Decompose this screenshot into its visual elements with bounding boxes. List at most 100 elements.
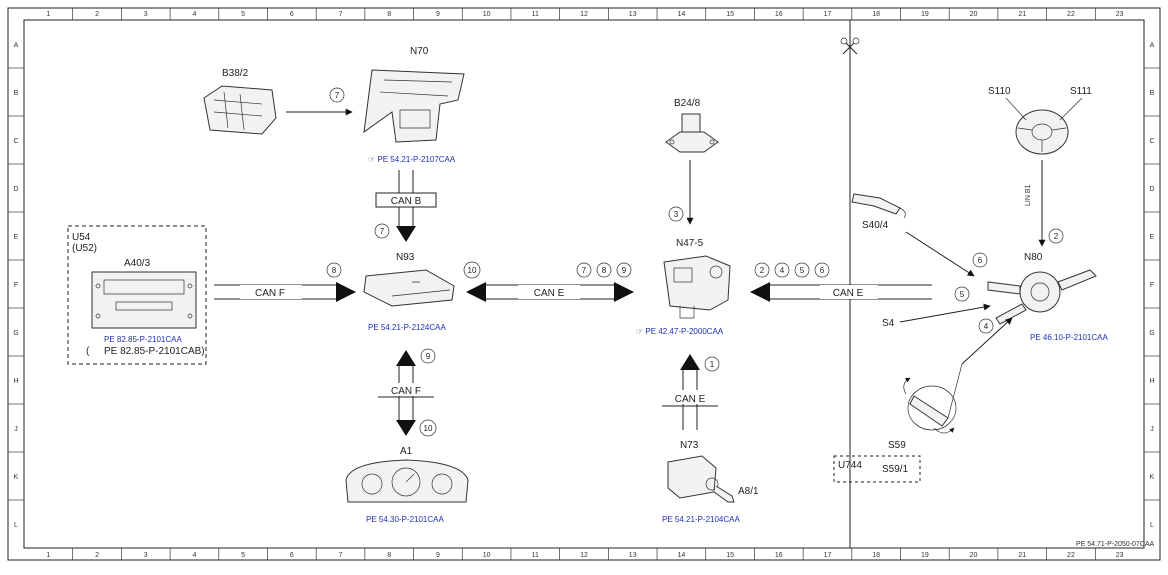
callout-c10: 10 xyxy=(424,424,433,433)
can-e-n73-label: CAN E xyxy=(675,394,706,405)
grid-column-label: 8 xyxy=(387,11,391,18)
a40-3-head-unit-drawing xyxy=(91,271,197,329)
ref-n73: PE 54.21-P-2104CAA xyxy=(662,515,740,524)
grid-column-label: 7 xyxy=(339,11,343,18)
grid-row-label: E xyxy=(14,234,19,241)
svg-text:6: 6 xyxy=(820,266,825,275)
can-e-mid-arrow-left xyxy=(466,282,486,302)
grid-row-label: F xyxy=(1150,282,1154,289)
can-e-n73-arrow xyxy=(680,354,700,370)
a1-instrument-cluster-drawing xyxy=(345,459,469,503)
callout-top7 xyxy=(329,87,345,103)
grid-row-label: G xyxy=(1149,330,1154,337)
label-b38-2: B38/2 xyxy=(222,68,249,79)
grid-column-label: 21 xyxy=(1018,552,1026,559)
u54-dashed-box xyxy=(67,225,207,365)
grid-row-label: K xyxy=(14,474,19,481)
grid-row-label: A xyxy=(14,42,19,49)
grid-column-label: 19 xyxy=(921,11,929,18)
page-reference: PE 54.71-P-2050-07CAA xyxy=(1076,541,1155,548)
can-b-box xyxy=(375,192,437,208)
grid-row-label: D xyxy=(13,186,18,193)
s40-4-switch-drawing xyxy=(851,193,906,219)
ref-a40-3-b: PE 82.85-P-2101CAB) xyxy=(104,346,205,357)
grid-column-label: 4 xyxy=(192,552,196,559)
callout-mid10: 10 xyxy=(468,266,477,275)
label-s4: S4 xyxy=(882,318,895,329)
grid-column-label: 5 xyxy=(241,552,245,559)
label-u52: (U52) xyxy=(72,243,97,254)
scissors-icon xyxy=(840,37,860,55)
can-f-left-arrow xyxy=(336,282,356,302)
label-a8-1: A8/1 xyxy=(738,486,759,497)
grid-column-label: 3 xyxy=(144,11,148,18)
pointing-hand-icon: ☞ xyxy=(368,155,377,164)
grid-column-label: 13 xyxy=(629,552,637,559)
callout-c1: 1 xyxy=(710,360,715,369)
grid-row-label: C xyxy=(13,138,18,145)
callout-c2: 2 xyxy=(1054,232,1059,241)
can-e-mid-arrow-right xyxy=(614,282,634,302)
label-b24-8: B24/8 xyxy=(674,98,701,109)
svg-text:2: 2 xyxy=(760,266,765,275)
label-n93: N93 xyxy=(396,252,415,263)
ref-n47-5: ☞ PE 42.47-P-2000CAA xyxy=(636,327,724,336)
callout-c4: 4 xyxy=(984,322,989,331)
svg-text:5: 5 xyxy=(800,266,805,275)
grid-column-label: 2 xyxy=(95,552,99,559)
svg-text:4: 4 xyxy=(780,266,785,275)
can-e-right-arrow xyxy=(750,282,770,302)
grid-row-label: J xyxy=(1150,426,1154,433)
grid-row-label: C xyxy=(1149,138,1154,145)
grid-column-label: 6 xyxy=(290,11,294,18)
label-n70: N70 xyxy=(410,46,429,57)
can-e-mid-label: CAN E xyxy=(534,288,565,299)
ref-n93: PE 54.21-P-2124CAA xyxy=(368,323,446,332)
grid-column-label: 21 xyxy=(1018,11,1026,18)
pointing-hand-icon: ☞ xyxy=(636,327,645,336)
n47-5-esp-unit-drawing xyxy=(663,255,731,319)
label-u54: U54 xyxy=(72,232,91,243)
callout-c3: 3 xyxy=(674,210,679,219)
grid-row-label: J xyxy=(14,426,18,433)
grid-column-label: 1 xyxy=(46,552,50,559)
label-s59-1: S59/1 xyxy=(882,464,909,475)
grid-row-label: D xyxy=(1149,186,1154,193)
grid-column-label: 12 xyxy=(580,11,588,18)
can-f-down-arrow-up xyxy=(396,350,416,366)
grid-row-label: A xyxy=(1150,42,1155,49)
grid-row-label: H xyxy=(1149,378,1154,385)
can-e-right-label: CAN E xyxy=(833,288,864,299)
steering-wheel-drawing xyxy=(1015,109,1069,155)
callout-n93-8: 8 xyxy=(332,266,337,275)
can-b-arrow xyxy=(396,226,416,242)
grid-column-label: 20 xyxy=(970,552,978,559)
svg-text:9: 9 xyxy=(622,266,627,275)
label-s40-4: S40/4 xyxy=(862,220,889,231)
n80-steering-column-module-drawing xyxy=(987,269,1097,325)
callout-can-b7: 7 xyxy=(380,227,385,236)
grid-row-label: H xyxy=(13,378,18,385)
grid-column-label: 9 xyxy=(436,552,440,559)
grid-row-label: G xyxy=(13,330,18,337)
inner-frame xyxy=(23,19,1145,549)
grid-column-label: 23 xyxy=(1116,11,1124,18)
grid-column-label: 17 xyxy=(824,11,832,18)
label-a40-3: A40/3 xyxy=(124,258,151,269)
label-s111: S111 xyxy=(1070,86,1092,97)
label-n73: N73 xyxy=(680,440,699,451)
grid-column-label: 18 xyxy=(872,552,880,559)
grid-column-label: 15 xyxy=(726,11,734,18)
grid-column-label: 14 xyxy=(677,552,685,559)
callout-c5: 5 xyxy=(960,290,965,299)
callout-c6: 6 xyxy=(978,256,983,265)
label-s110: S110 xyxy=(988,86,1011,97)
grid-column-label: 11 xyxy=(532,11,539,18)
label-u744: U744 xyxy=(838,460,862,471)
grid-column-label: 8 xyxy=(387,552,391,559)
can-f-down-arrow-down xyxy=(396,420,416,436)
svg-text:7: 7 xyxy=(582,266,587,275)
callout-n93-9: 9 xyxy=(426,352,431,361)
grid-column-label: 6 xyxy=(290,552,294,559)
